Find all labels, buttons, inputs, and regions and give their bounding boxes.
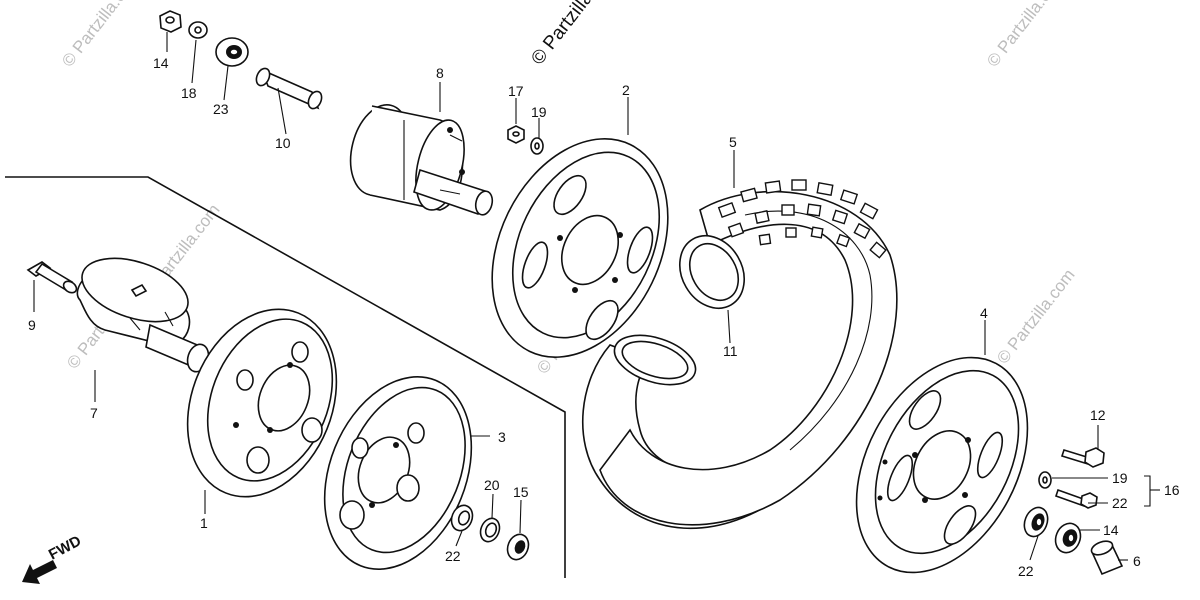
part-rim-half-4 bbox=[855, 356, 1029, 574]
callout-18: 18 bbox=[181, 85, 197, 101]
part-hub-left bbox=[76, 257, 210, 373]
part-tire-tube bbox=[582, 179, 898, 529]
part-washer-18 bbox=[188, 21, 208, 39]
callout-14: 14 bbox=[1103, 522, 1119, 538]
callout-21: 22 bbox=[1112, 495, 1128, 511]
watermark: © Partzilla.com bbox=[983, 0, 1069, 70]
part-washer-19 bbox=[530, 137, 544, 155]
callout-2: 2 bbox=[622, 82, 630, 98]
callout-12: 12 bbox=[1090, 407, 1106, 423]
fwd-indicator: FWD bbox=[22, 532, 84, 584]
callout-4: 4 bbox=[980, 305, 988, 321]
fwd-label: FWD bbox=[46, 532, 84, 563]
part-bearing-22-right bbox=[1023, 506, 1049, 538]
callout-19-right: 19 bbox=[1112, 470, 1128, 486]
watermark: © Partzilla.com bbox=[993, 265, 1079, 367]
part-nut-13 bbox=[159, 10, 182, 33]
section-divider bbox=[5, 176, 566, 578]
callout-6: 6 bbox=[1133, 553, 1141, 569]
callout-16: 16 bbox=[1164, 482, 1180, 498]
part-spacer-10 bbox=[255, 67, 323, 110]
callout-22-left: 22 bbox=[445, 548, 461, 564]
callout-1: 1 bbox=[200, 515, 208, 531]
callout-11: 11 bbox=[723, 343, 738, 359]
watermark-main: © Partzilla.com bbox=[527, 0, 622, 69]
callout-23: 23 bbox=[213, 101, 229, 117]
part-rim-inner-left bbox=[186, 308, 338, 498]
callout-20: 20 bbox=[484, 477, 500, 493]
part-bearing-23 bbox=[215, 37, 249, 67]
callout-8: 8 bbox=[436, 65, 444, 81]
callout-3: 3 bbox=[498, 429, 506, 445]
callout-13: 14 bbox=[153, 55, 169, 71]
callout-9: 9 bbox=[28, 317, 36, 333]
callout-7: 7 bbox=[90, 405, 98, 421]
part-seal-14 bbox=[1054, 522, 1082, 554]
part-washer-19-right bbox=[1038, 471, 1052, 489]
part-rim-half-2 bbox=[491, 138, 669, 358]
fwd-arrow-icon bbox=[22, 560, 57, 584]
callout-17: 17 bbox=[508, 83, 524, 99]
part-rim-half-3 bbox=[323, 376, 473, 570]
callout-19: 19 bbox=[531, 104, 547, 120]
part-bolt-21 bbox=[1054, 488, 1098, 509]
leader-lines bbox=[94, 32, 1160, 561]
part-circlip-20 bbox=[479, 517, 501, 543]
part-nut-17 bbox=[507, 125, 525, 144]
part-collar-6 bbox=[1090, 540, 1124, 576]
callout-5: 5 bbox=[729, 134, 737, 150]
part-valve-stem bbox=[26, 261, 78, 312]
part-bolt-12 bbox=[1060, 447, 1105, 468]
tire-tread bbox=[717, 179, 887, 259]
part-bearing-22-left bbox=[450, 504, 474, 532]
callout-22-right: 22 bbox=[1018, 563, 1034, 579]
callouts: 14 18 23 10 8 17 19 2 5 11 4 12 19 22 16… bbox=[28, 55, 1180, 579]
callout-10: 10 bbox=[275, 135, 291, 151]
watermark: © Partzilla.com bbox=[58, 0, 144, 70]
part-hub-8 bbox=[349, 104, 494, 216]
part-seal-15 bbox=[506, 533, 530, 561]
callout-15: 15 bbox=[513, 484, 529, 500]
